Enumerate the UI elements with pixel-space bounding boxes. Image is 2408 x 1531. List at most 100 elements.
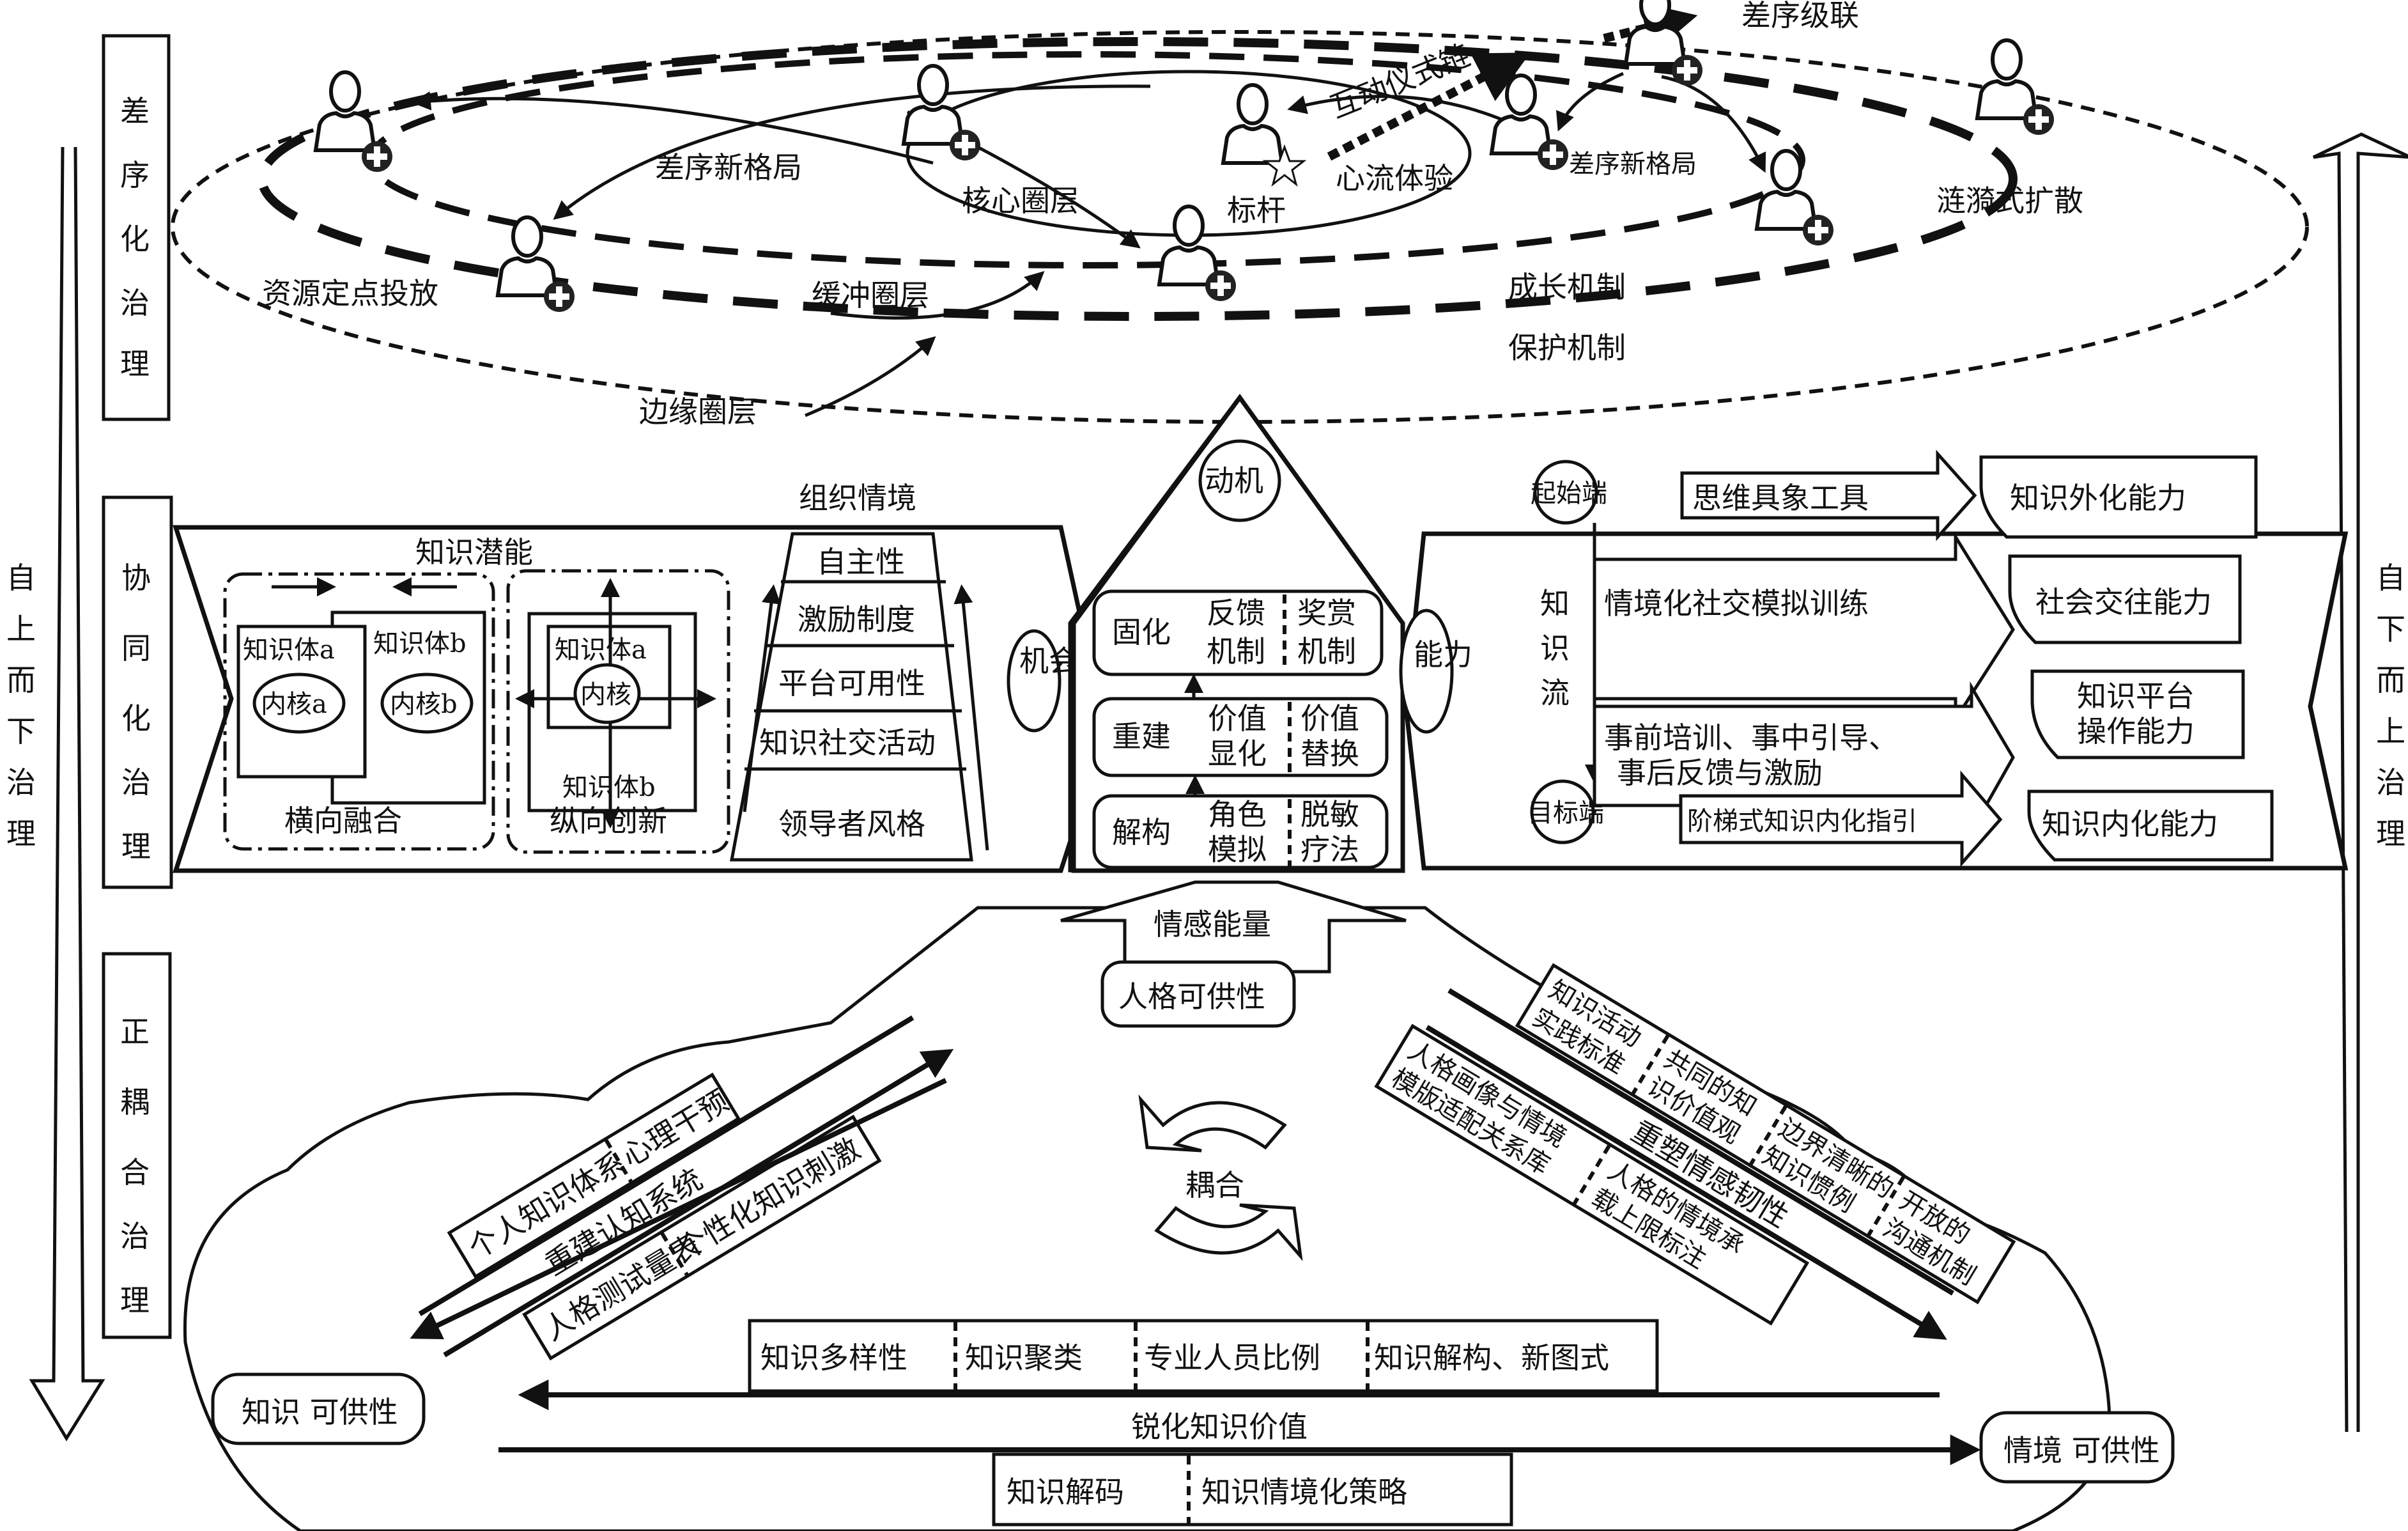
org-context-title: 组织情境 [799, 481, 916, 515]
label-protection-mechanism: 保护机制 [1508, 330, 1626, 365]
org-level: 激励制度 [798, 602, 915, 637]
svg-text:事前培训、事中引导、事后反馈与激励: 事前培训、事中引导、事后反馈与激励 [1604, 720, 1898, 790]
label-core-layer: 核心圈层 [962, 183, 1079, 218]
svg-text:情境化社交模拟训练: 情境化社交模拟训练 [1604, 586, 1869, 621]
svg-text:固化: 固化 [1112, 615, 1171, 649]
arrow-thinking-tools [1680, 449, 1977, 541]
svg-text:社会交往能力: 社会交往能力 [2035, 585, 2212, 619]
org-level: 自主性 [817, 545, 905, 579]
person-icon [316, 72, 392, 172]
svg-text:反馈机制: 反馈机制 [1207, 596, 1265, 669]
top-down-arrow [29, 146, 105, 1442]
factor: 知识多样性 [760, 1341, 907, 1375]
context-affordance-node: 情境 可供性 [1979, 1411, 2175, 1484]
svg-text:正耦合治理: 正耦合治理 [120, 1014, 150, 1317]
label-resource-placement: 资源定点投放 [262, 276, 438, 311]
ability-panel: 能力 起始端 目标端 知识流 思维具象工具 情境化社交模拟训练 事前培训、事中引… [1399, 449, 2349, 871]
svg-text:知识体a: 知识体a [555, 635, 647, 665]
horizontal-fusion-group [223, 572, 495, 851]
knowledge-affordance-node: 知识 可供性 [211, 1372, 426, 1445]
horizontal-fusion-caption: 横向融合 [284, 804, 402, 838]
svg-text:人格可供性: 人格可供性 [1118, 979, 1265, 1014]
emotional-energy-arrow: 情感能量 [1060, 880, 1407, 974]
ability-start: 起始端 [1531, 479, 1607, 508]
svg-text:差序化治理: 差序化治理 [120, 94, 150, 381]
tier-label-differentiated: 差序化治理 [102, 34, 171, 421]
svg-text:知识解码: 知识解码 [1007, 1475, 1124, 1509]
motivation-title: 动机 [1205, 463, 1263, 498]
svg-text:知识平台操作能力: 知识平台操作能力 [2077, 679, 2195, 749]
buffer-layer-ellipse [258, 37, 2018, 321]
target-internalization [2027, 789, 2274, 862]
coupling-cycle-icon: 耦合 [1138, 1094, 1303, 1261]
svg-text:协同化治理: 协同化治理 [121, 561, 151, 864]
svg-text:奖赏机制: 奖赏机制 [1297, 596, 1356, 669]
svg-text:知识情境化策略: 知识情境化策略 [1201, 1475, 1407, 1509]
motivation-house: 动机 固化 反馈机制 奖赏机制 重建 价值显化 价值替换 解构 角色模拟 脱敏疗… [1068, 394, 1405, 873]
svg-text:知识外化能力: 知识外化能力 [2010, 481, 2186, 515]
person-icon [1492, 75, 1568, 170]
label-chaxu-jilian: 差序级联 [1741, 0, 1859, 33]
right-axis-label: 自 下 而 上 治 理 [2376, 561, 2408, 851]
svg-text:知识体b: 知识体b [373, 629, 467, 658]
svg-text:知识内化能力: 知识内化能力 [2042, 807, 2218, 841]
opportunity-ellipse [1007, 629, 1061, 733]
svg-text:角色模拟: 角色模拟 [1208, 797, 1267, 867]
svg-text:内核: 内核 [580, 680, 631, 710]
personality-affordance-node: 人格可供性 [1100, 960, 1296, 1028]
label-chaxu-xingeju-left: 差序新格局 [655, 150, 802, 185]
svg-text:价值显化: 价值显化 [1208, 701, 1267, 771]
target-social-ability [2008, 554, 2242, 644]
org-level: 知识社交活动 [759, 726, 936, 760]
target-externalization [1979, 455, 2258, 539]
tier-label-positive-coupling: 正耦合治理 [102, 952, 172, 1339]
person-icon [1757, 151, 1833, 245]
org-context-ladder: 组织情境 自主性 激励制度 平台可用性 知识社交活动 领导者风格 机会 [729, 481, 1078, 862]
svg-text:阶梯式知识内化指引: 阶梯式知识内化指引 [1687, 807, 1917, 836]
label-buffer-layer: 缓冲圈层 [812, 278, 929, 313]
svg-text:重建: 重建 [1112, 719, 1171, 754]
svg-text:知识体a: 知识体a [243, 635, 335, 665]
top-arrows [412, 2, 1766, 417]
tier-label-collaborative: 协同化治理 [102, 495, 173, 889]
org-level: 领导者风格 [778, 807, 925, 841]
svg-text:情境 可供性: 情境 可供性 [2003, 1433, 2160, 1468]
lower-row-strategies: 知识解码 知识情境化策略 [992, 1452, 1513, 1527]
person-icon [1223, 85, 1307, 187]
vertical-innovation-caption: 纵向创新 [550, 804, 667, 838]
svg-text:价值替换: 价值替换 [1300, 701, 1359, 771]
org-level: 平台可用性 [778, 666, 925, 701]
coupling-cloud [183, 906, 2111, 1531]
svg-text:内核b: 内核b [390, 690, 458, 719]
left-band-return-arrow [410, 1078, 947, 1339]
star-icon [1262, 144, 1307, 187]
factor: 专业人员比例 [1144, 1341, 1320, 1375]
upper-row-factors: 知识多样性 知识聚类 专业人员比例 知识解构、新图式 [748, 1319, 1659, 1393]
svg-text:知识 可供性: 知识 可供性 [242, 1395, 398, 1429]
label-edge-layer: 边缘圈层 [639, 394, 757, 429]
svg-text:知识流: 知识流 [1540, 586, 1570, 710]
ability-end: 目标端 [1527, 798, 1604, 828]
arrow-social-training [1593, 531, 2015, 725]
factor: 知识聚类 [965, 1341, 1083, 1375]
arrow-internalization-guide [1679, 770, 2003, 867]
svg-text:解构: 解构 [1112, 815, 1171, 850]
left-axis-label: 自 上 而 下 治 理 [6, 561, 45, 851]
svg-text:脱敏疗法: 脱敏疗法 [1300, 797, 1359, 867]
bottom-up-arrow [2312, 132, 2408, 1433]
coupling-label: 耦合 [1185, 1168, 1244, 1202]
svg-text:思维具象工具: 思维具象工具 [1692, 481, 1869, 515]
label-growth-mechanism: 成长机制 [1508, 270, 1626, 304]
sharpen-knowledge-value: 锐化知识价值 [1131, 1410, 1308, 1444]
label-chaxu-xingeju-right: 差序新格局 [1569, 150, 1697, 179]
svg-text:内核a: 内核a [261, 690, 327, 719]
vertical-innovation-group [506, 569, 730, 854]
target-platform-ability [2030, 669, 2245, 759]
person-icon [1977, 40, 2054, 135]
person-icon [904, 66, 980, 160]
knowledge-potential-title: 知识潜能 [415, 535, 533, 570]
svg-text:情感能量: 情感能量 [1154, 907, 1271, 942]
label-benchmark: 标杆 [1227, 193, 1286, 228]
label-flow-experience: 心流体验 [1336, 161, 1453, 196]
